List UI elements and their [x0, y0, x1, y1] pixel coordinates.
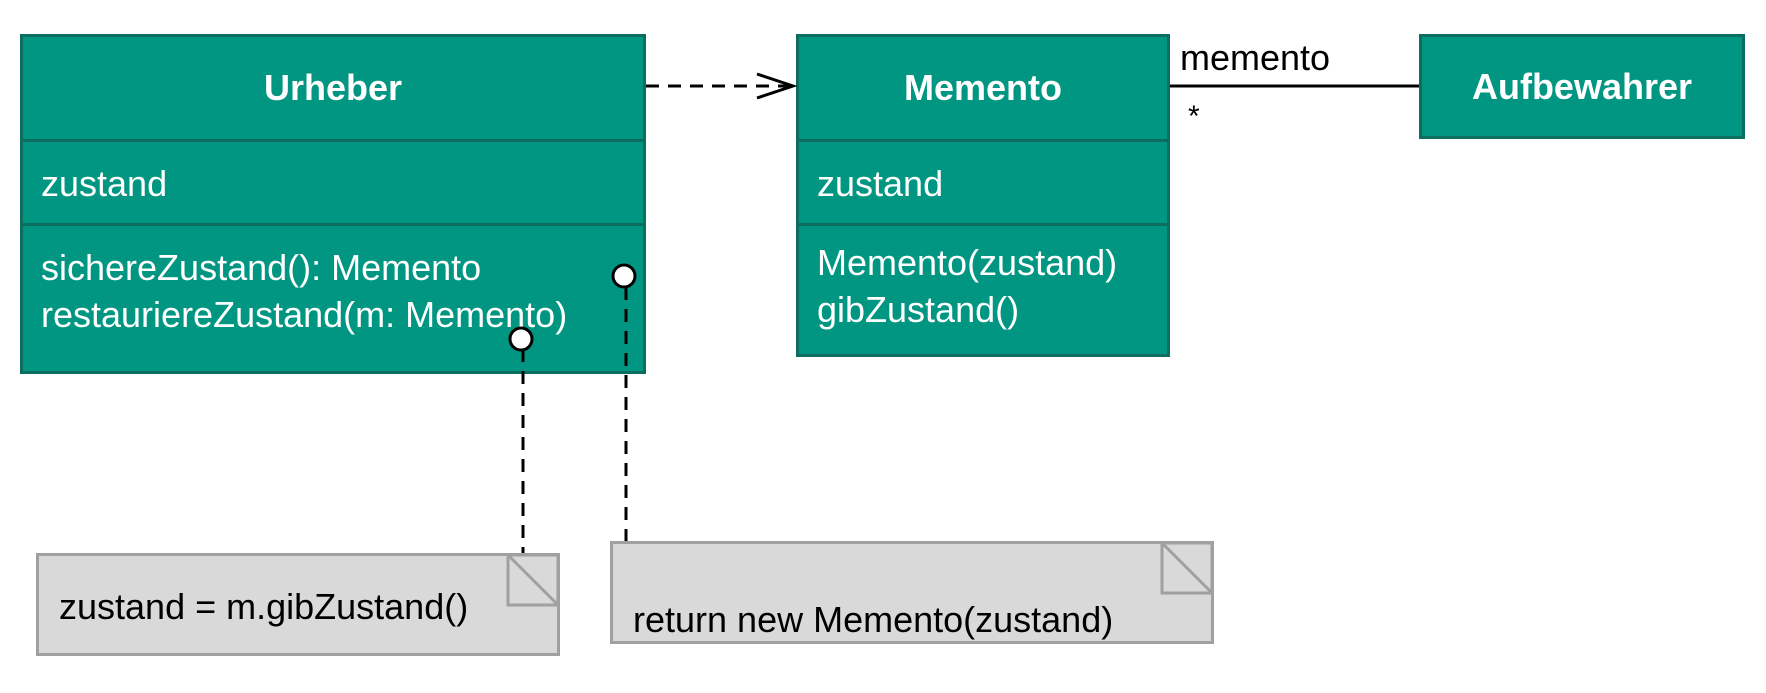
attribute-zustand: zustand: [41, 163, 168, 204]
note-save-text: return new Memento(zustand): [633, 599, 1114, 640]
operation-restauriere-zustand: restauriereZustand(m: Memento): [41, 294, 568, 335]
dependency-arrow[interactable]: [646, 72, 798, 100]
association-multiplicity-label: *: [1188, 100, 1200, 133]
class-urheber-name: Urheber: [263, 67, 403, 108]
note-save-anchor[interactable]: [611, 263, 637, 541]
note-restore-anchor-circle-icon: [508, 326, 534, 352]
attribute-zustand: zustand: [817, 163, 944, 204]
class-memento-attributes: zustand: [799, 139, 1167, 223]
class-memento-operations: Memento(zustand) gibZustand(): [799, 223, 1167, 354]
class-aufbewahrer[interactable]: Aufbewahrer: [1419, 34, 1745, 139]
class-urheber[interactable]: Urheber zustand sichereZustand(): Mement…: [20, 34, 646, 374]
note-save-anchor-circle-icon: [611, 263, 637, 289]
class-memento-name: Memento: [903, 67, 1062, 108]
open-arrowhead-icon: [756, 72, 798, 100]
operation-memento-constructor: Memento(zustand): [817, 242, 1118, 283]
class-memento[interactable]: Memento zustand Memento(zustand) gibZust…: [796, 34, 1170, 357]
association-role-label: memento: [1180, 37, 1331, 78]
class-urheber-operations: sichereZustand(): Memento restauriereZus…: [23, 223, 643, 371]
note-restore-fold-icon: [506, 553, 560, 607]
class-urheber-attributes: zustand: [23, 139, 643, 223]
operation-sichere-zustand: sichereZustand(): Memento: [41, 247, 482, 288]
operation-gib-zustand: gibZustand(): [817, 289, 1020, 330]
note-restore-text: zustand = m.gibZustand(): [59, 586, 469, 627]
note-save[interactable]: return new Memento(zustand): [610, 541, 1214, 644]
note-save-fold-icon: [1160, 541, 1214, 595]
note-restore-anchor[interactable]: [508, 326, 534, 553]
class-aufbewahrer-name: Aufbewahrer: [1471, 65, 1693, 107]
